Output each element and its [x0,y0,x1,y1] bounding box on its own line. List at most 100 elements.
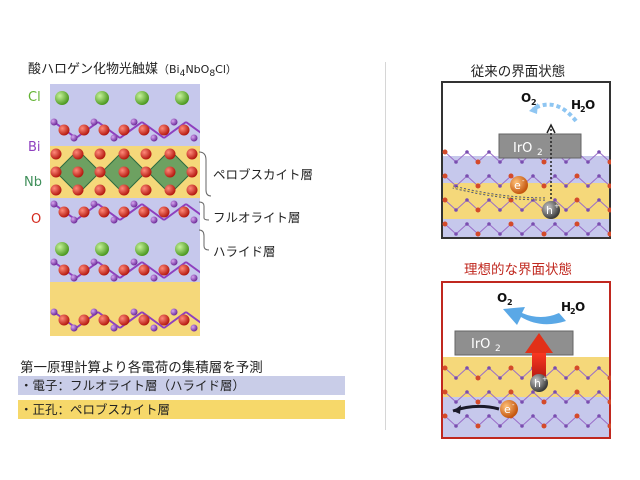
lattice-atom [607,375,611,381]
o2-label: O [521,91,531,105]
lattice-atom [487,222,491,226]
cocatalyst-label: IrO [513,141,532,156]
o-atom [186,184,198,196]
lattice-atom [520,208,524,212]
cl-atom [175,242,189,256]
o-atom [94,148,106,160]
lattice-atom [597,390,601,394]
lattice-atom [465,222,469,226]
lattice-atom [520,160,524,164]
bi-atom [150,134,158,142]
lattice-atom [508,221,514,227]
bi-atom [70,134,78,142]
lattice-atom [520,400,524,404]
lattice-atom [498,400,502,404]
bi-atom [110,216,118,224]
o-atom [118,124,130,136]
o-atom [178,314,190,326]
lattice-atom [586,232,590,236]
lattice-atom [586,184,590,188]
bi-atom [90,200,98,208]
cl-atom [135,242,149,256]
lattice-atom [520,232,524,236]
lattice-atom [475,399,481,405]
electron-sup-ideal: - [512,401,515,409]
lattice-atom [541,231,547,237]
structure-title: 酸ハロゲン化物光触媒（Bi4NbO8Cl） [28,62,237,80]
label-o: O [31,212,42,227]
bi-atom [150,216,158,224]
o-atom [78,314,90,326]
o-atom [78,264,90,276]
lattice-atom [487,174,491,178]
lattice-atom [531,174,535,178]
lattice-atom [553,222,557,226]
lattice-atom [520,424,524,428]
layer-brackets [198,151,212,251]
hole-label-ideal: h [534,377,541,390]
hole-sup: + [554,202,560,210]
o2-sub: 2 [531,98,537,107]
lattice-atom [465,366,469,370]
o-atom [118,148,130,160]
lattice-atom [607,207,611,213]
electron-label-ideal: e [504,403,511,416]
bi-atom [170,118,178,126]
lattice-atom [553,414,557,418]
label-fluorite-layer: フルオライト層 [213,210,301,225]
lattice-atom [487,414,491,418]
o-atom [98,206,110,218]
lattice-atom [607,231,611,237]
lattice-atom [454,232,458,236]
lattice-atom [586,208,590,212]
o-atom [118,264,130,276]
lattice-atom [564,184,568,188]
lattice-atom [487,366,491,370]
lattice-atom [487,390,491,394]
bi-atom [110,134,118,142]
lattice-atom [520,376,524,380]
lattice-atom [442,173,448,179]
o-atom [158,124,170,136]
o2-label-ideal: O [497,291,507,305]
lattice-atom [541,159,547,165]
bi-atom [70,216,78,224]
o-atom [50,166,62,178]
lattice-atom [541,423,547,429]
o-atom [138,206,150,218]
cl-atom [55,91,69,105]
o-atom [186,148,198,160]
lattice-atom [475,183,481,189]
cl-atom [95,91,109,105]
lattice-atom [564,208,568,212]
bi-atom [170,200,178,208]
bi-atom [150,324,158,332]
lattice-atom [607,423,611,429]
lattice-atom [541,399,547,405]
label-cl: Cl [28,90,41,105]
lattice-atom [597,222,601,226]
lattice-atom [574,365,580,371]
cl-atom [55,242,69,256]
prediction-hole-bar: ・正孔：ペロブスカイト層 [18,400,345,419]
lattice-atom [564,160,568,164]
lattice-atom [475,207,481,213]
lattice-atom [564,400,568,404]
panel-conventional-title: 従来の界面状態 [470,64,566,80]
lattice-atom [564,424,568,428]
lattice-atom [574,389,580,395]
electron-sup: - [522,177,525,185]
lattice-atom [454,400,458,404]
o-atom [94,166,106,178]
o-atom [140,148,152,160]
o-atom [98,314,110,326]
label-nb: Nb [24,175,42,190]
bi-atom [50,258,58,266]
lattice-atom [442,365,448,371]
o-atom [138,264,150,276]
h2o-h-ideal: H [561,300,571,314]
o-atom [164,184,176,196]
o-atom [118,166,130,178]
crystal-structure [50,84,200,336]
lattice-atom [508,173,514,179]
